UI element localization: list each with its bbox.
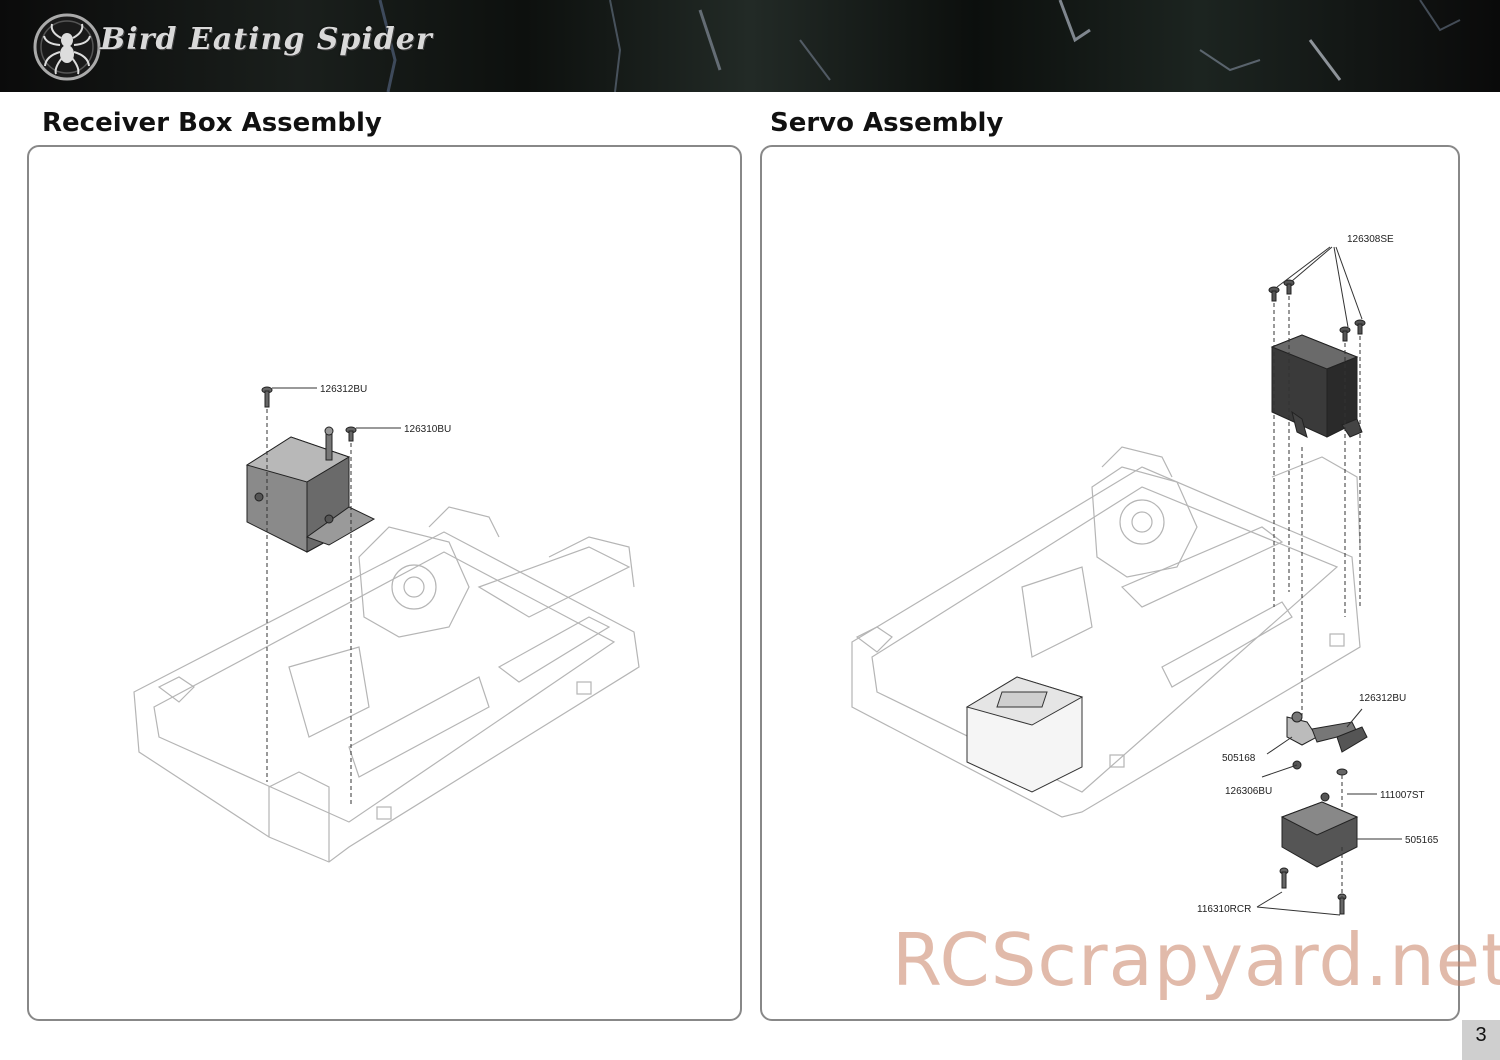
guide-lines-left [266,409,352,807]
receiver-box-diagram: 126312BU 126310BU [133,384,640,863]
servo-diagram-panel: 126308SE 126312BU 505168 126306BU 111007… [760,145,1460,1021]
screws-116310rcr [1279,867,1347,915]
chassis-outline-left [133,506,640,863]
guide-lines-right [1273,296,1361,897]
part-label-505168: 505168 [1222,753,1256,764]
servo-part [1270,334,1363,438]
page-number: 3 [1462,1020,1500,1060]
part-label-126308se: 126308SE [1347,234,1394,245]
part-label-111007st: 111007ST [1380,790,1425,801]
servo-horn-parts [1286,711,1368,802]
screw-126310bu-left [345,426,357,442]
header-banner: Bird Eating Spider [0,0,1500,92]
part-label-126312bu: 126312BU [320,384,367,395]
part-label-126310bu: 126310BU [404,424,451,435]
servo-diagram: 126308SE 126312BU 505168 126306BU 111007… [851,234,1439,916]
leader-lines-left [272,387,401,429]
part-label-505165: 505165 [1405,835,1439,846]
screw-126312bu-left [261,386,273,408]
logo-wordmark: Bird Eating Spider [100,22,433,57]
leader-lines-right [1256,246,1402,916]
part-label-126306bu: 126306BU [1225,786,1272,797]
screws-126308se [1268,279,1366,342]
chassis-outline-right [851,446,1361,818]
watermark-text: RCScrapyard.net [892,918,1500,1002]
banner-texture [378,0,1461,92]
receiver-box-part [245,426,376,553]
receiver-box-diagram-panel: 126312BU 126310BU [27,145,742,1021]
servo-mount-505165 [1280,801,1359,868]
part-label-126312bu-servo: 126312BU [1359,693,1406,704]
receiver-box-installed [965,676,1084,793]
spider-emblem-icon [33,13,101,81]
section-title-servo: Servo Assembly [770,108,1004,138]
part-label-116310rcr: 116310RCR [1197,904,1251,915]
section-title-receiver-box: Receiver Box Assembly [42,108,382,138]
